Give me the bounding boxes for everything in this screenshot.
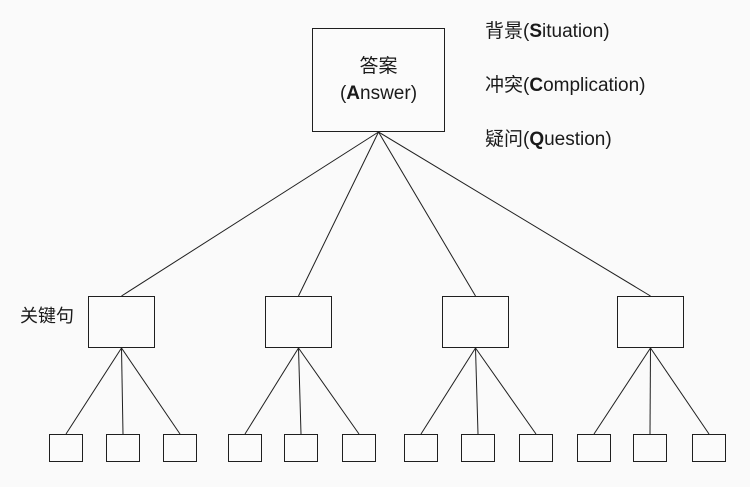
- leaf-box-1: [49, 434, 83, 462]
- legend-question: 疑问(Question): [485, 129, 646, 151]
- legend-question-bold-letter: Q: [529, 129, 545, 150]
- leaf-box-11: [633, 434, 667, 462]
- answer-en-bold-letter: A: [346, 83, 361, 104]
- legend-question-rest: uestion): [544, 129, 612, 150]
- answer-en-open-paren: (: [339, 83, 347, 104]
- leaf-box-4: [228, 434, 262, 462]
- scqa-legend: 背景(Situation) 冲突(Complication) 疑问(Questi…: [485, 21, 646, 183]
- answer-label-en: (Answer): [340, 80, 417, 107]
- leaf-box-5: [284, 434, 318, 462]
- answer-en-rest: nswer): [360, 83, 418, 104]
- key-line-box-4: [617, 296, 684, 348]
- answer-label-cn: 答案: [359, 56, 398, 77]
- leaf-box-6: [342, 434, 376, 462]
- leaf-box-7: [404, 434, 438, 462]
- legend-complication-rest: omplication): [543, 75, 646, 96]
- leaf-box-2: [106, 434, 140, 462]
- key-line-box-1: [88, 296, 155, 348]
- leaf-box-8: [461, 434, 495, 462]
- legend-situation-prefix: 背景(: [485, 21, 530, 42]
- legend-situation-bold-letter: S: [529, 21, 543, 42]
- legend-complication: 冲突(Complication): [485, 75, 646, 97]
- answer-box: 答案 (Answer): [312, 28, 445, 132]
- leaf-box-10: [577, 434, 611, 462]
- key-line-box-3: [442, 296, 509, 348]
- key-sentence-label: 关键句: [20, 306, 74, 326]
- legend-complication-prefix: 冲突(: [485, 75, 530, 96]
- leaf-box-3: [163, 434, 197, 462]
- leaf-box-12: [692, 434, 726, 462]
- legend-question-prefix: 疑问(: [485, 129, 530, 150]
- legend-complication-bold-letter: C: [529, 75, 544, 96]
- leaf-box-9: [519, 434, 553, 462]
- legend-situation-rest: ituation): [542, 21, 610, 42]
- legend-situation: 背景(Situation): [485, 21, 646, 43]
- key-line-box-2: [265, 296, 332, 348]
